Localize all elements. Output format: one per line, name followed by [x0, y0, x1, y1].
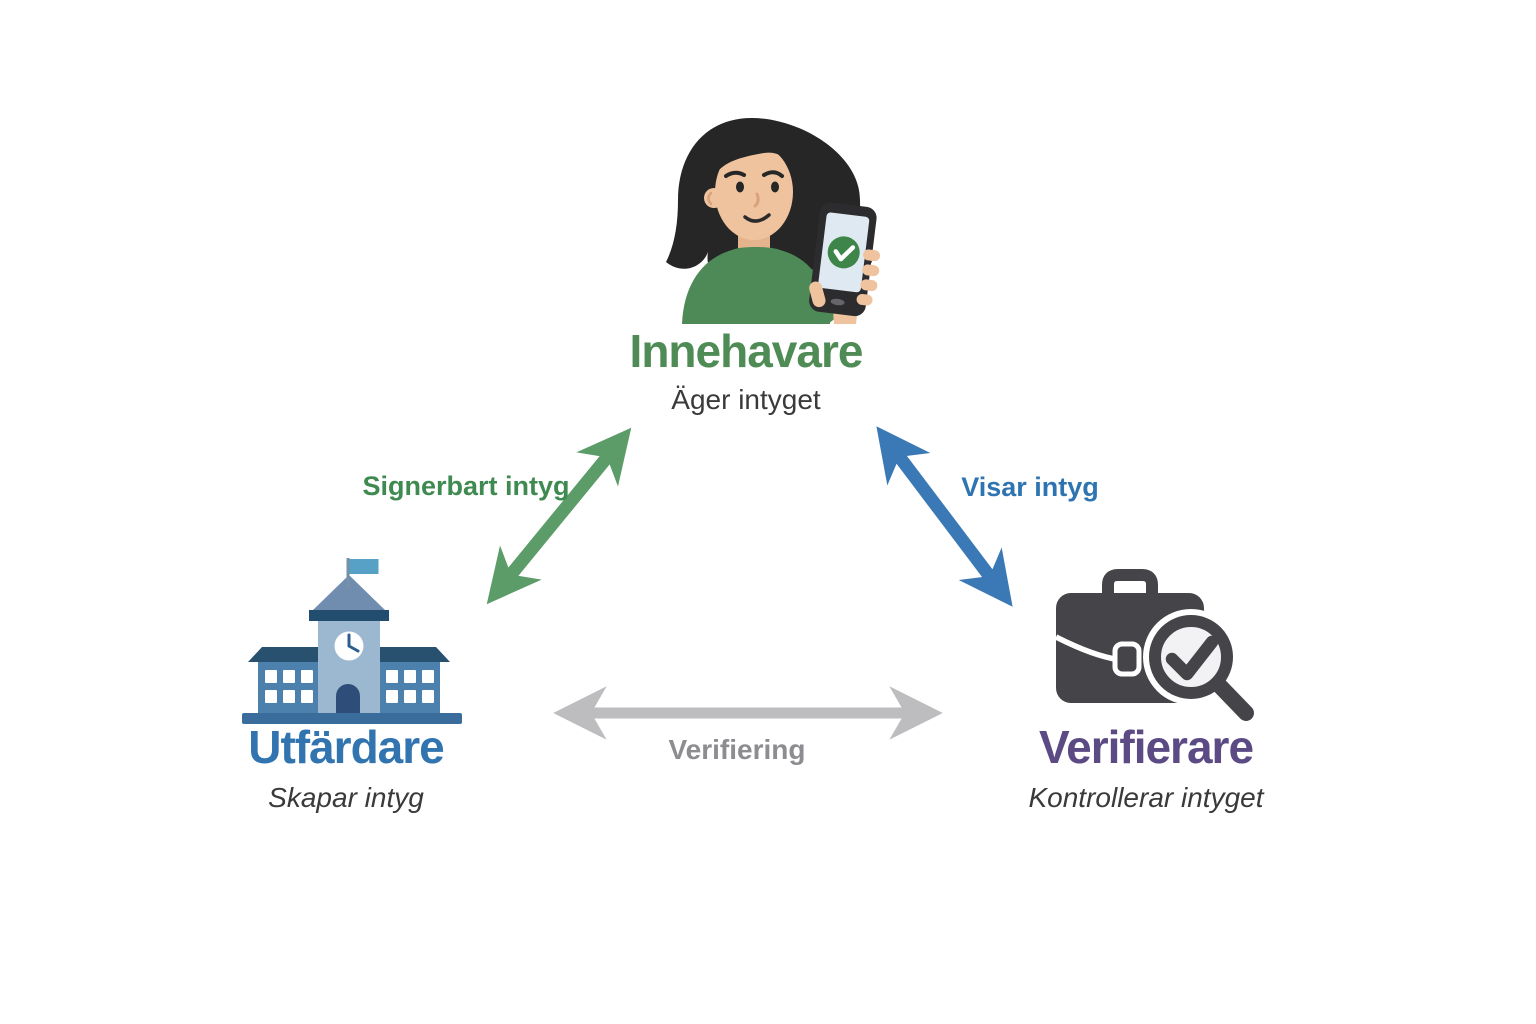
issuer-verifier-arrow-label: Verifiering	[668, 734, 806, 765]
holder-verifier-arrow	[876, 426, 1013, 607]
holder-node	[648, 112, 892, 324]
issuer-title: Utfärdare	[248, 721, 445, 773]
school-building-icon	[242, 558, 462, 724]
issuer-holder-arrow-label: Signerbart intyg	[362, 471, 570, 501]
verifier-node	[1048, 563, 1260, 729]
issuer-holder-arrow	[486, 427, 632, 605]
briefcase-magnifier-check-icon	[1054, 569, 1260, 728]
holder-verifier-arrow-label: Visar intyg	[961, 472, 1099, 502]
issuer-subtitle: Skapar intyg	[268, 782, 424, 813]
holder-title: Innehavare	[629, 325, 864, 377]
issuer-node	[242, 556, 462, 730]
verifier-title: Verifierare	[1038, 721, 1254, 773]
person-holding-phone-icon	[666, 118, 881, 324]
holder-subtitle: Äger intyget	[671, 384, 821, 415]
verifier-subtitle: Kontrollerar intyget	[1028, 782, 1264, 813]
